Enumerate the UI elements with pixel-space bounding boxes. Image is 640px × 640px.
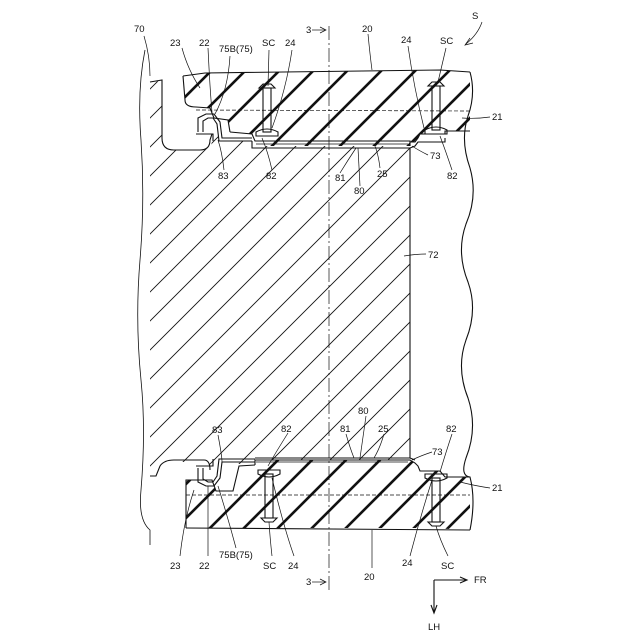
- section-line-3: [312, 26, 329, 590]
- label-24-top-right: 24: [401, 35, 412, 46]
- panel-hatch-line: [590, 70, 640, 490]
- bottom-bar-hatch-line: [274, 456, 350, 532]
- label-20-bottom: 20: [364, 572, 375, 583]
- panel-hatch-line: [0, 70, 314, 490]
- break-line-right: [461, 72, 473, 530]
- label-sc-bottom-right: SC: [441, 561, 454, 572]
- label-25-top: 25: [377, 169, 388, 180]
- label-81-top: 81: [335, 173, 346, 184]
- label-83-bottom: 83: [212, 425, 223, 436]
- label-lh: LH: [428, 622, 440, 633]
- label-20-top: 20: [362, 24, 373, 35]
- label-82-top-right: 82: [447, 171, 458, 182]
- panel-hatch-line: [213, 70, 633, 490]
- bottom-bar-hatch-line: [376, 456, 452, 532]
- bottom-bar-hatch-line: [478, 456, 554, 532]
- label-83-top: 83: [218, 171, 229, 182]
- top-bar-hatch-line: [98, 68, 180, 150]
- label-82-bottom-left: 82: [281, 424, 292, 435]
- label-fr: FR: [474, 575, 487, 586]
- reference-labels: S 70 23 22 75B(75) SC 24 3 20 24 SC 21 8…: [134, 11, 503, 633]
- label-s: S: [472, 11, 478, 22]
- label-section-3-bottom: 3: [306, 577, 311, 588]
- label-73-top: 73: [430, 151, 441, 162]
- top-bar-hatch-line: [132, 68, 214, 150]
- label-section-3-top: 3: [306, 25, 311, 36]
- top-bar-hatch-line: [302, 68, 384, 150]
- label-73-bottom: 73: [432, 447, 443, 458]
- panel-hatch-line: [445, 70, 640, 490]
- label-21-top: 21: [492, 112, 503, 123]
- label-22-top: 22: [199, 38, 210, 49]
- panel-hatch-line: [619, 70, 640, 490]
- top-bar-hatch-line: [506, 68, 588, 150]
- top-bar-hatch-line: [336, 68, 418, 150]
- top-bar-hatch-line: [472, 68, 554, 150]
- bottom-bar-hatch-line: [512, 456, 588, 532]
- bottom-bar-hatch-line: [138, 456, 214, 532]
- label-sc-top-right: SC: [440, 36, 453, 47]
- top-bar-hatch-line: [404, 68, 486, 150]
- label-72: 72: [428, 250, 439, 261]
- top-bar-hatch-line: [268, 68, 350, 150]
- label-75b-bottom: 75B(75): [219, 550, 253, 561]
- panel-hatch-line: [242, 70, 640, 490]
- label-22-bottom: 22: [199, 561, 210, 572]
- view-arrow-s: [465, 22, 482, 45]
- panel-hatch-line: [0, 70, 372, 490]
- label-80-bottom: 80: [358, 406, 369, 417]
- panel-hatch-line: [474, 70, 640, 490]
- bottom-bar-hatch-line: [240, 456, 316, 532]
- panel-hatch-line: [300, 70, 640, 490]
- panel-hatch-line: [561, 70, 640, 490]
- direction-indicator: [431, 577, 467, 613]
- label-81-bottom: 81: [340, 424, 351, 435]
- bottom-bar-hatch-line: [444, 456, 520, 532]
- panel-hatch-line: [532, 70, 640, 490]
- panel-hatch-line: [126, 70, 546, 490]
- bottom-bar-hatch-line: [104, 456, 180, 532]
- top-frame-member-20: [98, 68, 622, 150]
- label-25-bottom: 25: [378, 424, 389, 435]
- bottom-bar-hatch-line: [206, 456, 282, 532]
- bottom-frame-member-20: [104, 456, 588, 532]
- top-bar-hatch-line: [438, 68, 520, 150]
- panel-hatch-line: [329, 70, 640, 490]
- label-sc-top-left: SC: [262, 38, 275, 49]
- panel-hatch-line: [358, 70, 640, 490]
- panel-hatch-line: [39, 70, 459, 490]
- label-24-bottom-right: 24: [402, 558, 413, 569]
- bottom-bar-hatch-line: [308, 456, 384, 532]
- panel-70-outline: [138, 50, 212, 545]
- label-24-top-left: 24: [285, 38, 296, 49]
- label-80-top: 80: [354, 186, 365, 197]
- bottom-bracket-75b: [196, 458, 415, 486]
- label-sc-bottom-left: SC: [263, 561, 276, 572]
- bottom-bar-hatch-line: [410, 456, 486, 532]
- label-82-bottom-right: 82: [446, 424, 457, 435]
- label-75b-top: 75B(75): [219, 44, 253, 55]
- top-bar-hatch-line: [540, 68, 622, 150]
- panel-hatch-line: [0, 70, 198, 490]
- panel-hatch-line: [503, 70, 640, 490]
- label-70: 70: [134, 24, 145, 35]
- label-23-bottom: 23: [170, 561, 181, 572]
- bottom-bar-hatch-line: [342, 456, 418, 532]
- label-24-bottom-left: 24: [288, 561, 299, 572]
- label-82-top-left: 82: [266, 171, 277, 182]
- label-21-bottom: 21: [492, 483, 503, 494]
- panel-hatch-line: [0, 70, 227, 490]
- label-23-top: 23: [170, 38, 181, 49]
- panel-hatch-line: [0, 70, 140, 490]
